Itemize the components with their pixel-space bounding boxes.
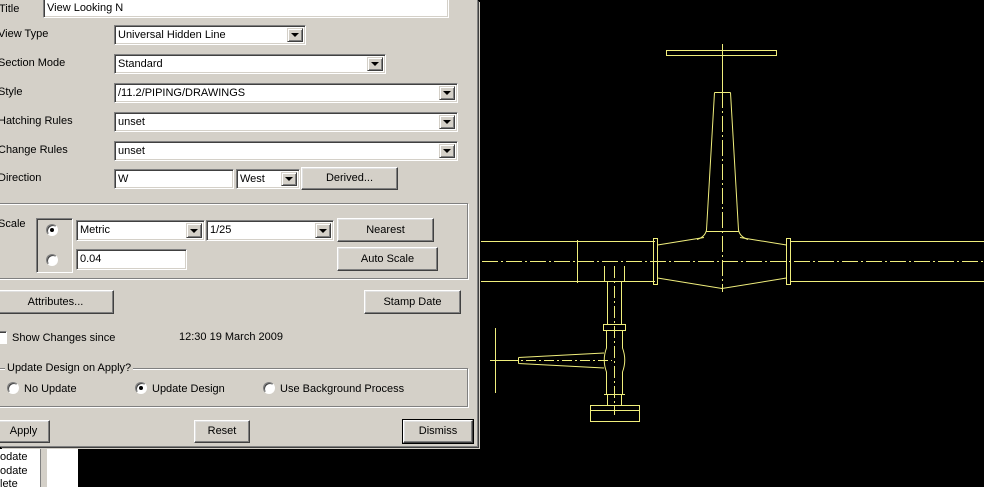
scale-ratio-select[interactable]: 1/25 xyxy=(206,220,334,241)
scale-ratio-value: 1/25 xyxy=(210,224,232,236)
section-mode-select[interactable]: Standard xyxy=(114,54,386,74)
chevron-down-icon[interactable] xyxy=(439,144,455,158)
scale-custom-radio[interactable] xyxy=(46,254,58,266)
chevron-down-icon[interactable] xyxy=(315,223,331,238)
list-item[interactable]: odate xyxy=(0,451,28,463)
direction-label: Direction xyxy=(0,172,42,184)
update-design-group xyxy=(0,368,468,407)
change-rules-select[interactable]: unset xyxy=(114,141,458,161)
update-design-radio[interactable] xyxy=(135,382,147,394)
scale-mode-box xyxy=(36,218,73,273)
chevron-down-icon[interactable] xyxy=(439,115,455,129)
background-list[interactable]: odate odate lete xyxy=(0,449,40,487)
hatching-rules-select[interactable]: unset xyxy=(114,112,458,132)
hatching-rules-label: Hatching Rules xyxy=(0,115,73,127)
dismiss-button[interactable]: Dismiss xyxy=(402,419,474,444)
view-type-select[interactable]: Universal Hidden Line xyxy=(114,25,306,45)
update-design-label[interactable]: Update Design xyxy=(152,383,225,395)
branch-valve xyxy=(490,266,640,422)
style-select[interactable]: /11.2/PIPING/DRAWINGS xyxy=(114,83,458,103)
scale-units-value: Metric xyxy=(80,224,110,236)
style-label: Style xyxy=(0,86,23,98)
no-update-radio[interactable] xyxy=(7,382,19,394)
hatching-rules-value: unset xyxy=(118,116,145,128)
direction-select[interactable]: West xyxy=(236,169,300,189)
background-process-label[interactable]: Use Background Process xyxy=(280,383,405,395)
show-changes-label: Show Changes since xyxy=(12,332,116,344)
apply-button[interactable]: Apply xyxy=(0,420,50,443)
style-value: /11.2/PIPING/DRAWINGS xyxy=(118,87,246,99)
direction-input[interactable]: W xyxy=(114,169,234,189)
scale-preset-radio[interactable] xyxy=(46,224,58,236)
section-mode-label: Section Mode xyxy=(0,57,66,69)
direction-select-value: West xyxy=(240,173,265,185)
title-label: Title xyxy=(0,3,20,15)
reset-button[interactable]: Reset xyxy=(194,420,250,443)
no-update-label[interactable]: No Update xyxy=(24,383,77,395)
background-scrollbar[interactable] xyxy=(40,449,48,487)
background-process-radio[interactable] xyxy=(263,382,275,394)
title-input[interactable]: View Looking N xyxy=(43,0,449,18)
change-rules-value: unset xyxy=(118,145,145,157)
main-pipe xyxy=(481,240,984,283)
chevron-down-icon[interactable] xyxy=(281,172,297,186)
scale-label: Scale xyxy=(0,218,26,230)
cad-drawing xyxy=(481,44,984,422)
auto-scale-button[interactable]: Auto Scale xyxy=(337,247,438,271)
show-changes-time: 12:30 19 March 2009 xyxy=(179,331,283,343)
chevron-down-icon[interactable] xyxy=(367,57,383,71)
derived-button[interactable]: Derived... xyxy=(301,167,398,190)
chevron-down-icon[interactable] xyxy=(186,223,202,238)
background-panel xyxy=(48,449,78,487)
attributes-button[interactable]: Attributes... xyxy=(0,290,114,314)
drawing-view-dialog: Title View Looking N View Type Universal… xyxy=(0,0,478,447)
chevron-down-icon[interactable] xyxy=(439,86,455,100)
nearest-button[interactable]: Nearest xyxy=(337,218,434,242)
scale-group xyxy=(0,203,468,279)
list-item[interactable]: odate xyxy=(0,465,28,477)
change-rules-label: Change Rules xyxy=(0,144,68,156)
show-changes-checkbox[interactable] xyxy=(0,331,7,344)
view-type-value: Universal Hidden Line xyxy=(118,29,226,41)
list-item[interactable]: lete xyxy=(0,478,18,487)
scale-units-select[interactable]: Metric xyxy=(76,220,205,241)
section-mode-value: Standard xyxy=(118,58,163,70)
update-design-legend: Update Design on Apply? xyxy=(5,361,134,375)
main-handwheel xyxy=(666,50,777,56)
view-type-label: View Type xyxy=(0,28,49,40)
chevron-down-icon[interactable] xyxy=(287,28,303,42)
scale-custom-input[interactable]: 0.04 xyxy=(76,249,187,270)
stamp-date-button[interactable]: Stamp Date xyxy=(364,290,461,314)
